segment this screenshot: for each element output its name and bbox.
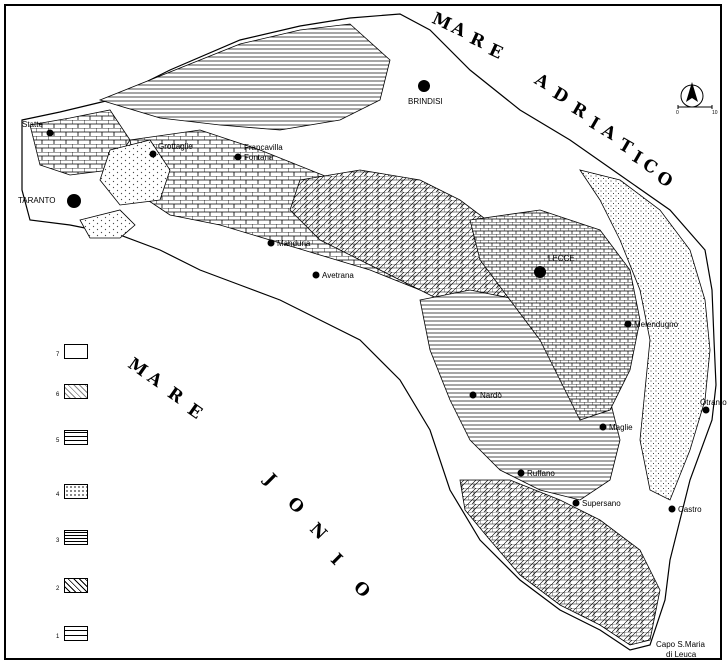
city-label-nardo: Nardò: [480, 391, 502, 400]
zone-stipple-coast: [579, 169, 711, 501]
city-dot-ruffano: [517, 469, 525, 477]
city-label-castro: Castro: [678, 505, 702, 514]
legend-number: 7: [56, 352, 60, 358]
city-dot-nardo: [469, 391, 477, 399]
legend-number: 2: [56, 586, 60, 592]
city-label-francavilla: Francavilla: [244, 143, 283, 152]
zone-blank-lake: [79, 209, 136, 239]
city-dot-lecce: [534, 266, 546, 278]
zone-brick-dense-lecce: [469, 209, 641, 421]
city-label-fontana: Fontana: [244, 153, 274, 162]
city-dot-grottaglie: [149, 150, 157, 158]
city-dot-melendugno: [624, 320, 632, 328]
city-label-capo-leuca-2: di Leuca: [666, 650, 697, 659]
legend-number: 5: [56, 438, 60, 444]
zone-brick-south: [459, 479, 661, 646]
zone-horizontal-lines-north: [98, 23, 391, 131]
legend-swatch-2: [64, 578, 88, 593]
scale-end: 10: [712, 110, 718, 116]
legend-swatch-6: [64, 384, 88, 399]
legend-swatch-4: [64, 484, 88, 499]
city-label-ruffano: Ruffano: [527, 469, 555, 478]
city-dot-taranto: [67, 194, 81, 208]
legend-swatch-3: [64, 530, 88, 545]
city-dot-manduria: [267, 239, 275, 247]
city-label-melendugno: Melendugno: [634, 320, 679, 329]
legend-swatch-1: [64, 626, 88, 641]
scale-start: 0: [676, 110, 679, 116]
city-dot-supersano: [572, 499, 580, 507]
city-label-lecce: LECCE: [548, 254, 575, 263]
city-label-supersano: Supersano: [582, 499, 621, 508]
legend-swatch-5: [64, 430, 88, 445]
city-dot-statte: [46, 129, 54, 137]
city-dot-francavilla: [234, 153, 242, 161]
city-dot-maglie: [599, 423, 607, 431]
city-dot-avetrana: [312, 271, 320, 279]
city-label-grottaglie: Grottaglie: [158, 142, 193, 151]
legend-number: 1: [56, 634, 60, 640]
map-frame: [4, 4, 722, 660]
city-dot-castro: [668, 505, 676, 513]
legend-number: 6: [56, 392, 60, 398]
city-label-maglie: Maglie: [609, 423, 633, 432]
city-label-manduria: Manduria: [277, 239, 311, 248]
legend-swatch-7: [64, 344, 88, 359]
city-label-capo-leuca: Capo S.Maria: [656, 640, 705, 649]
city-dot-brindisi: [418, 80, 430, 92]
city-label-avetrana: Avetrana: [322, 271, 354, 280]
legend-number: 3: [56, 538, 60, 544]
north-arrow-icon: [676, 80, 716, 125]
city-label-taranto: TARANTO: [18, 196, 56, 205]
city-dot-otranto: [702, 406, 710, 414]
city-label-brindisi: BRINDISI: [408, 97, 443, 106]
city-label-statte: Statte: [22, 120, 43, 129]
legend-number: 4: [56, 492, 60, 498]
city-label-otranto: Otranto: [700, 398, 727, 407]
